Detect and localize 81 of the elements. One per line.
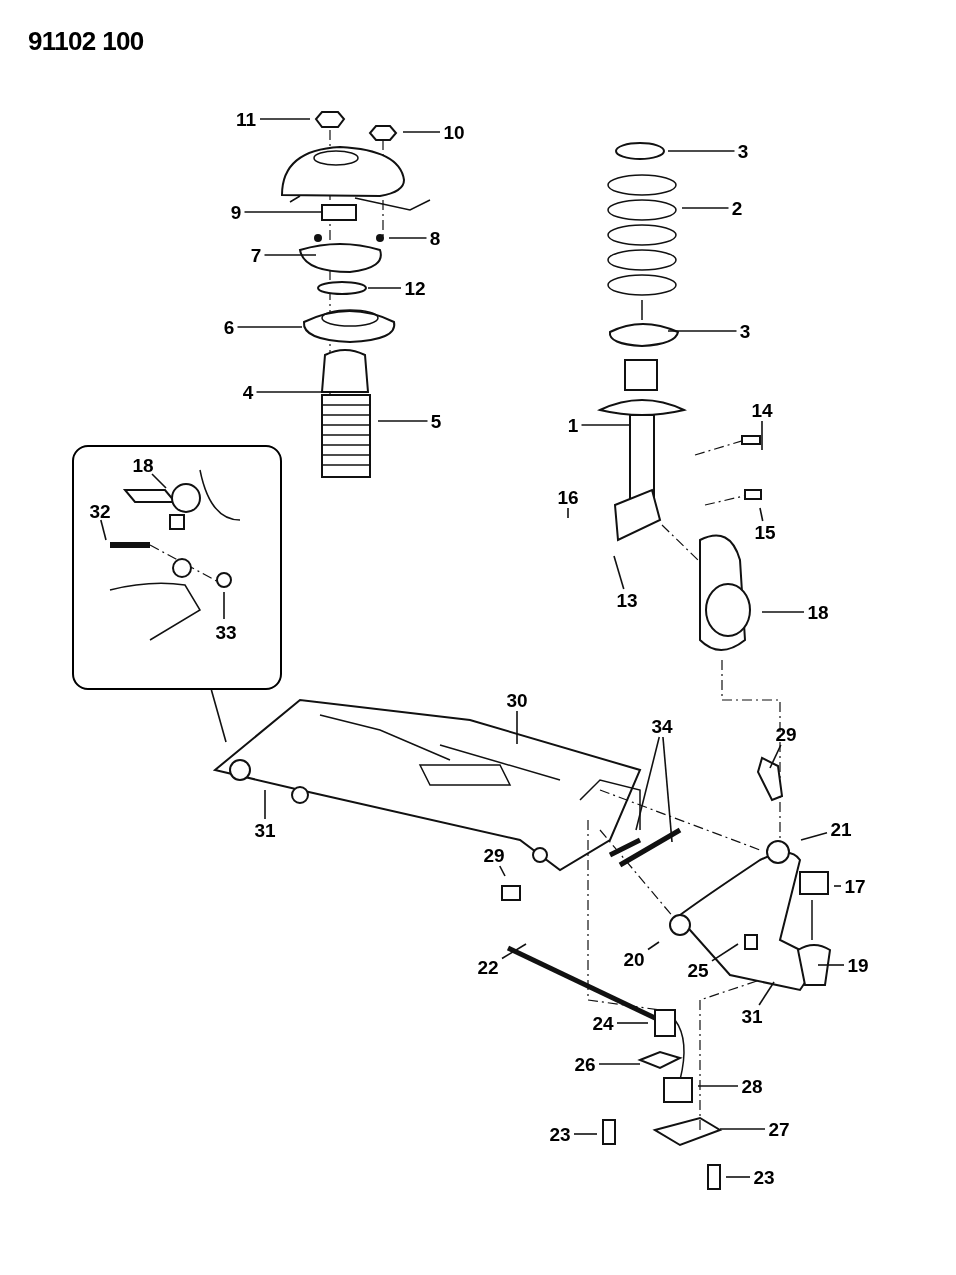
leader-line <box>761 611 805 613</box>
callout-number: 34 <box>651 716 673 736</box>
leader-line <box>647 941 660 951</box>
callout-number: 23 <box>753 1167 775 1187</box>
leader-line <box>367 287 402 289</box>
leader-line <box>377 420 429 422</box>
callout-number: 16 <box>557 487 579 507</box>
leader-line <box>616 1022 649 1024</box>
callout-number: 24 <box>592 1013 614 1033</box>
callout-number: 5 <box>430 411 442 431</box>
callout-number: 1 <box>567 415 579 435</box>
callout-number: 29 <box>775 724 797 744</box>
callout-number: 31 <box>254 820 276 840</box>
leader-line <box>567 507 569 519</box>
leader-line <box>516 710 518 745</box>
callout-number: 17 <box>844 876 866 896</box>
leader-line <box>243 211 323 213</box>
leader-line <box>151 473 167 489</box>
leader-line <box>263 254 317 256</box>
callout-number: 20 <box>623 949 645 969</box>
callout-number: 12 <box>404 278 426 298</box>
leader-line <box>388 237 428 239</box>
callout-number: 25 <box>687 960 709 980</box>
leader-line <box>662 736 673 843</box>
callout-number: 2 <box>731 198 743 218</box>
leader-line <box>635 736 661 831</box>
callout-number: 14 <box>751 400 773 420</box>
leader-line <box>223 591 225 620</box>
callout-number: 3 <box>739 321 751 341</box>
callout-number: 29 <box>483 845 505 865</box>
inset-frame <box>72 445 282 690</box>
callout-number: 4 <box>242 382 254 402</box>
callout-number: 27 <box>768 1119 790 1139</box>
leader-line <box>100 519 107 541</box>
leader-line <box>759 507 764 522</box>
leader-line <box>580 424 631 426</box>
callout-number: 22 <box>477 957 499 977</box>
callout-number: 19 <box>847 955 869 975</box>
callout-number: 7 <box>250 245 262 265</box>
callout-number: 10 <box>443 122 465 142</box>
leader-line <box>719 1128 766 1130</box>
callout-number: 15 <box>754 522 776 542</box>
leader-line <box>758 981 775 1006</box>
leader-line <box>573 1133 598 1135</box>
leader-line <box>667 330 738 332</box>
leader-line <box>711 943 739 962</box>
leader-line <box>259 118 311 120</box>
callout-number: 26 <box>574 1054 596 1074</box>
leader-line <box>681 207 730 209</box>
leader-line <box>725 1176 751 1178</box>
callout-number: 18 <box>807 602 829 622</box>
leader-line <box>800 832 828 841</box>
leader-line <box>833 885 842 887</box>
callout-number: 33 <box>215 622 237 642</box>
callout-number: 28 <box>741 1076 763 1096</box>
leader-line <box>817 964 845 966</box>
leader-line <box>402 131 441 133</box>
leader-line <box>501 943 527 960</box>
leader-line <box>667 150 736 152</box>
leader-line <box>210 689 227 743</box>
callout-number: 32 <box>89 501 111 521</box>
callout-number: 31 <box>741 1006 763 1026</box>
drawing-number: 91102 100 <box>28 25 144 58</box>
leader-line <box>613 555 625 590</box>
callout-number: 13 <box>616 590 638 610</box>
callout-number: 18 <box>132 455 154 475</box>
callout-number: 30 <box>506 690 528 710</box>
leader-line <box>498 865 506 877</box>
leader-line <box>697 1085 739 1087</box>
leader-line <box>761 420 763 451</box>
leader-line <box>598 1063 641 1065</box>
leader-line <box>264 789 266 820</box>
callout-number: 23 <box>549 1124 571 1144</box>
callout-number: 8 <box>429 228 441 248</box>
callout-number: 21 <box>830 819 852 839</box>
callout-number: 11 <box>235 109 257 129</box>
callout-number: 3 <box>737 141 749 161</box>
callout-number: 6 <box>223 317 235 337</box>
callout-number: 9 <box>230 202 242 222</box>
leader-line <box>769 744 782 769</box>
leader-line <box>236 326 303 328</box>
